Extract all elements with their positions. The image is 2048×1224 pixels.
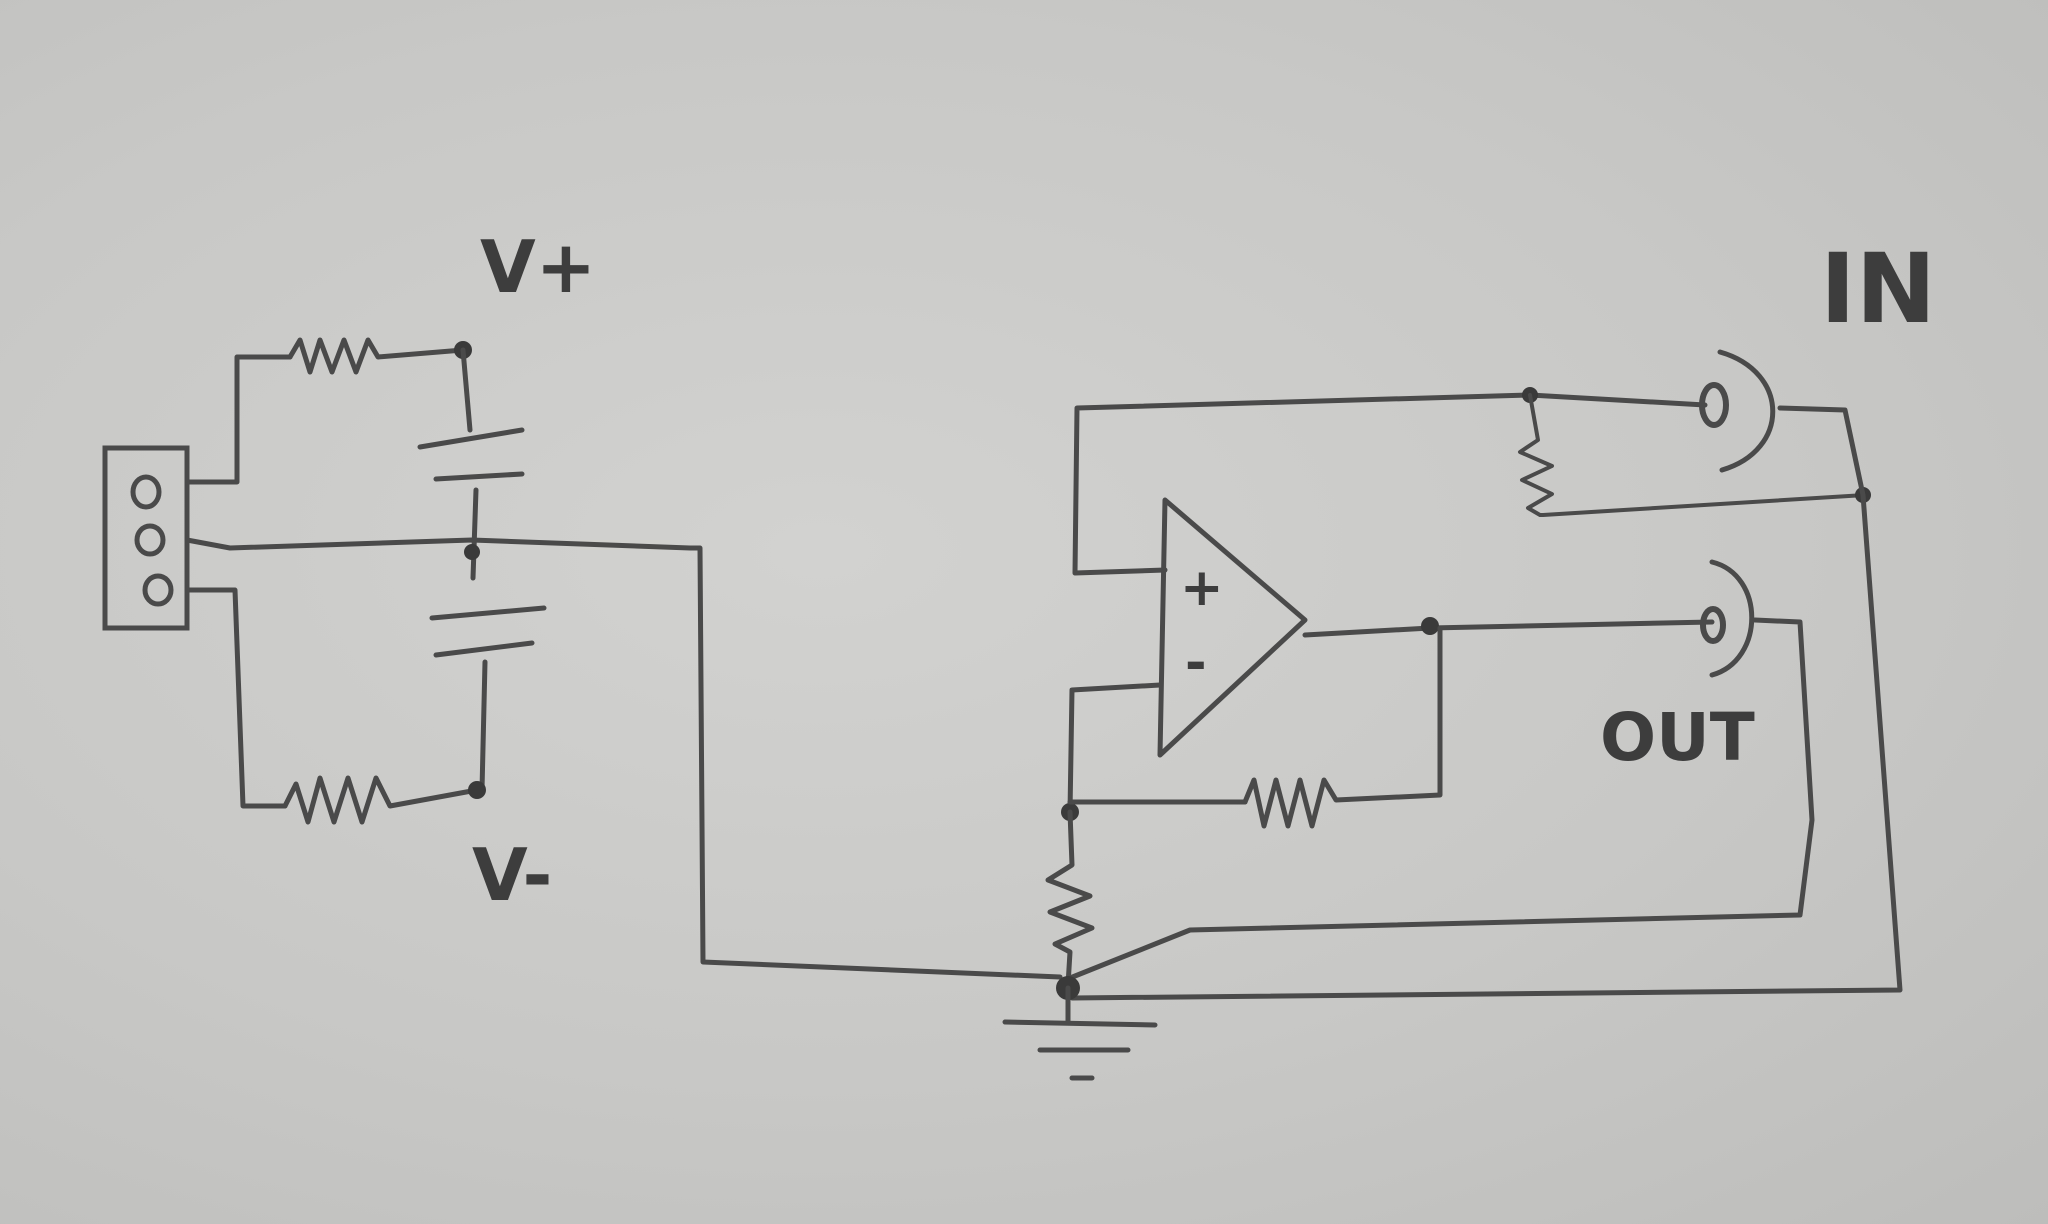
wire-input-sleeve — [1069, 405, 1903, 1001]
resistor-input-bias — [1518, 393, 1867, 517]
label-opamp-minus: - — [1185, 633, 1207, 693]
label-opamp-plus: + — [1180, 558, 1224, 618]
wire-output — [1302, 619, 1715, 638]
cell-plate-4 — [433, 640, 535, 658]
node-v-minus — [468, 781, 486, 799]
wire-cell-mid-1 — [470, 487, 479, 581]
resistor-top-supply — [287, 337, 466, 375]
wire-v-plus-down — [460, 347, 473, 433]
label-output: OUT — [1600, 699, 1755, 776]
cell-plate-2 — [433, 471, 525, 482]
wire-center-tap — [184, 537, 1063, 980]
terminal-block — [102, 445, 190, 631]
wire-output-sleeve — [1062, 617, 1815, 983]
cell-plate-1 — [417, 427, 525, 450]
output-jack — [1700, 559, 1755, 678]
node-output — [1421, 617, 1439, 635]
opamp: + - — [1157, 497, 1308, 758]
resistor-feedback — [1242, 625, 1443, 829]
wire-noninverting-input — [1072, 392, 1708, 576]
wire-bottom-supply — [184, 587, 288, 809]
wire-inverting-input — [1067, 682, 1163, 815]
resistor-bottom-supply — [282, 775, 480, 825]
wire-cell-mid-2 — [479, 659, 488, 793]
ground-symbol — [1002, 985, 1158, 1081]
resistor-ground-leg — [1045, 809, 1095, 988]
input-jack — [1699, 349, 1776, 473]
cell-plate-3 — [429, 605, 547, 621]
label-v-minus: V- — [472, 833, 552, 917]
node-mid — [464, 544, 480, 560]
wire-top-supply — [184, 354, 293, 485]
label-v-plus: V+ — [480, 225, 596, 309]
label-input: IN — [1820, 233, 1936, 345]
